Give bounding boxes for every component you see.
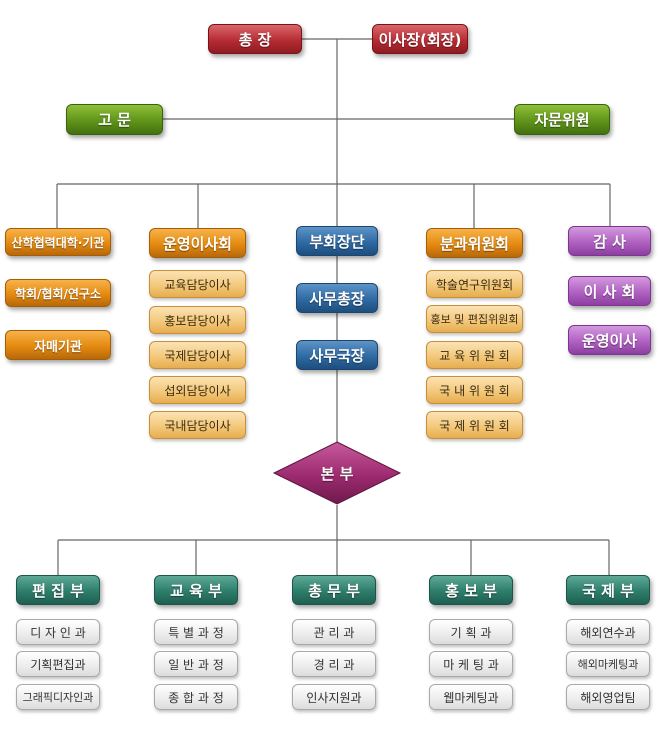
committee-item: 홍보 및 편집위원회 bbox=[426, 305, 523, 333]
department-item: 해외마케팅과 bbox=[566, 651, 650, 677]
industry-partner-box: 산학협력대학·기관 bbox=[5, 228, 111, 256]
board-member-item: 국제담당이사 bbox=[149, 341, 246, 369]
department-item: 그래픽디자인과 bbox=[16, 684, 100, 710]
president-box: 총 장 bbox=[208, 24, 302, 54]
department-item: 경 리 과 bbox=[292, 651, 376, 677]
advisor-box: 고 문 bbox=[66, 104, 163, 135]
department-header: 편 집 부 bbox=[16, 575, 100, 605]
department-item: 해외영업팀 bbox=[566, 684, 650, 710]
department-item: 기획편집과 bbox=[16, 651, 100, 677]
committee-item: 교 육 위 원 회 bbox=[426, 341, 523, 369]
board-of-directors-box: 이 사 회 bbox=[568, 276, 651, 306]
board-member-item: 섭외담당이사 bbox=[149, 376, 246, 404]
auditor-box: 감 사 bbox=[568, 226, 651, 256]
department-item: 관 리 과 bbox=[292, 619, 376, 645]
department-header: 국 제 부 bbox=[566, 575, 650, 605]
society-box: 학회/협회/연구소 bbox=[5, 279, 111, 307]
operating-director-box: 운영이사 bbox=[568, 325, 651, 355]
secretary-general-box: 사무총장 bbox=[296, 283, 378, 313]
committee-box: 분과위원회 bbox=[426, 228, 523, 258]
department-item: 마 케 팅 과 bbox=[429, 651, 513, 677]
department-item: 종 합 과 정 bbox=[154, 684, 238, 710]
department-item: 특 별 과 정 bbox=[154, 619, 238, 645]
department-item: 인사지원과 bbox=[292, 684, 376, 710]
department-item: 웹마케팅과 bbox=[429, 684, 513, 710]
board-member-item: 홍보담당이사 bbox=[149, 306, 246, 334]
advisory-committee-box: 자문위원 bbox=[514, 104, 610, 135]
vice-president-box: 부회장단 bbox=[296, 226, 378, 256]
operating-board-box: 운영이사회 bbox=[149, 228, 246, 258]
department-header: 총 무 부 bbox=[292, 575, 376, 605]
headquarters-label: 본 부 bbox=[320, 464, 354, 483]
department-header: 교 육 부 bbox=[154, 575, 238, 605]
committee-item: 학술연구위원회 bbox=[426, 270, 523, 298]
chairman-box: 이사장(회장) bbox=[372, 24, 468, 54]
department-item: 일 반 과 정 bbox=[154, 651, 238, 677]
department-item: 디 자 인 과 bbox=[16, 619, 100, 645]
department-item: 해외연수과 bbox=[566, 619, 650, 645]
committee-item: 국 내 위 원 회 bbox=[426, 376, 523, 404]
department-header: 홍 보 부 bbox=[429, 575, 513, 605]
board-member-item: 교육담당이사 bbox=[149, 270, 246, 298]
board-member-item: 국내담당이사 bbox=[149, 411, 246, 439]
committee-item: 국 제 위 원 회 bbox=[426, 411, 523, 439]
department-item: 기 획 과 bbox=[429, 619, 513, 645]
headquarters-diamond bbox=[272, 441, 402, 505]
sister-org-box: 자매기관 bbox=[5, 330, 111, 360]
office-director-box: 사무국장 bbox=[296, 340, 378, 370]
